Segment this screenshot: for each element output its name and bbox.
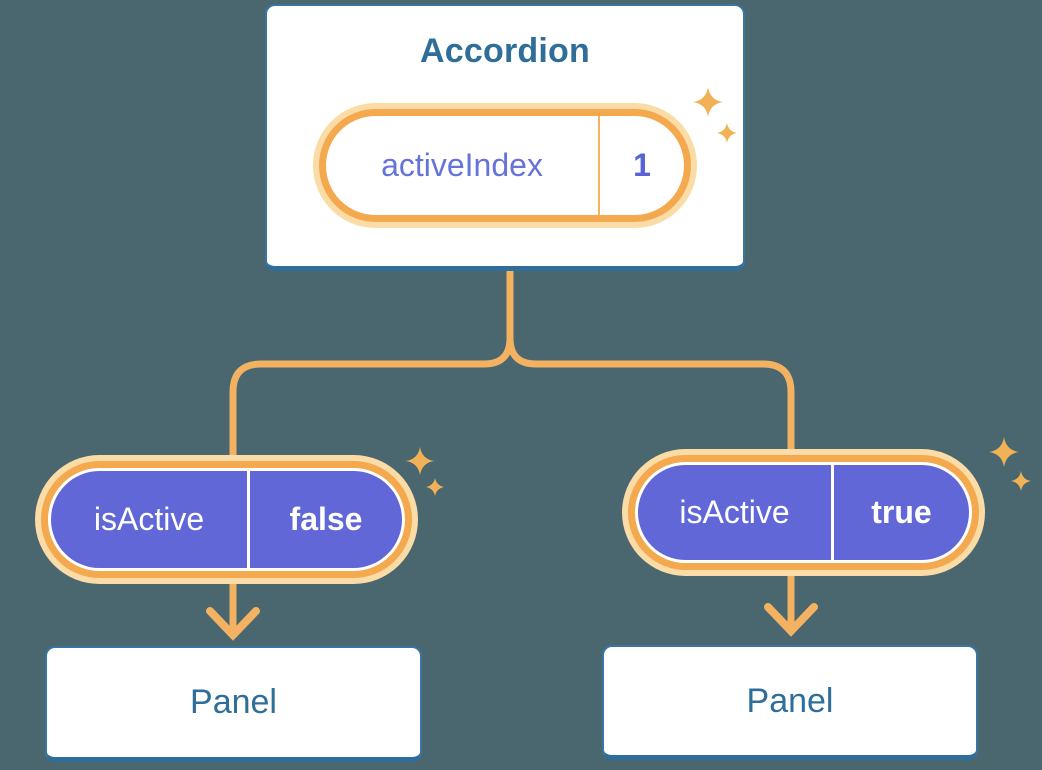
pill-divider — [831, 465, 834, 560]
connector-branch-left — [229, 267, 514, 474]
accordion-node-title: Accordion — [420, 32, 590, 70]
sparkle-icon — [406, 447, 434, 475]
state-name-label: activeIndex — [381, 147, 543, 183]
sparkle-icon — [1011, 471, 1031, 491]
prop-pill-ring: isActive false — [41, 461, 412, 578]
panel-node-card-right: Panel — [602, 645, 978, 760]
prop-name-label: isActive — [93, 501, 205, 537]
state-pill-ring: activeIndex 1 — [319, 109, 691, 222]
connector-branch-right — [506, 267, 795, 469]
prop-name-label: isActive — [679, 494, 790, 530]
pill-divider — [598, 116, 600, 215]
prop-pill-isactive-true: isActive true — [622, 449, 985, 576]
prop-pill-core: isActive true — [638, 465, 969, 560]
sparkle-icon — [426, 478, 444, 496]
prop-pill-core: isActive false — [51, 471, 402, 568]
pill-divider — [247, 471, 250, 568]
arrowhead-down-icon — [764, 603, 818, 637]
panel-node-title: Panel — [190, 683, 277, 721]
state-pill-core: activeIndex 1 — [326, 116, 684, 215]
prop-value-label: false — [289, 501, 363, 537]
state-value-label: 1 — [633, 147, 651, 183]
state-pill-activeindex: activeIndex 1 — [313, 103, 697, 228]
panel-node-title: Panel — [746, 681, 834, 720]
sparkle-icon — [989, 437, 1019, 467]
prop-pill-isactive-false: isActive false — [35, 455, 418, 584]
arrowhead-down-icon — [206, 607, 260, 641]
panel-node-card-left: Panel — [45, 646, 422, 762]
prop-pill-ring: isActive true — [628, 455, 979, 570]
prop-value-label: true — [871, 494, 932, 530]
